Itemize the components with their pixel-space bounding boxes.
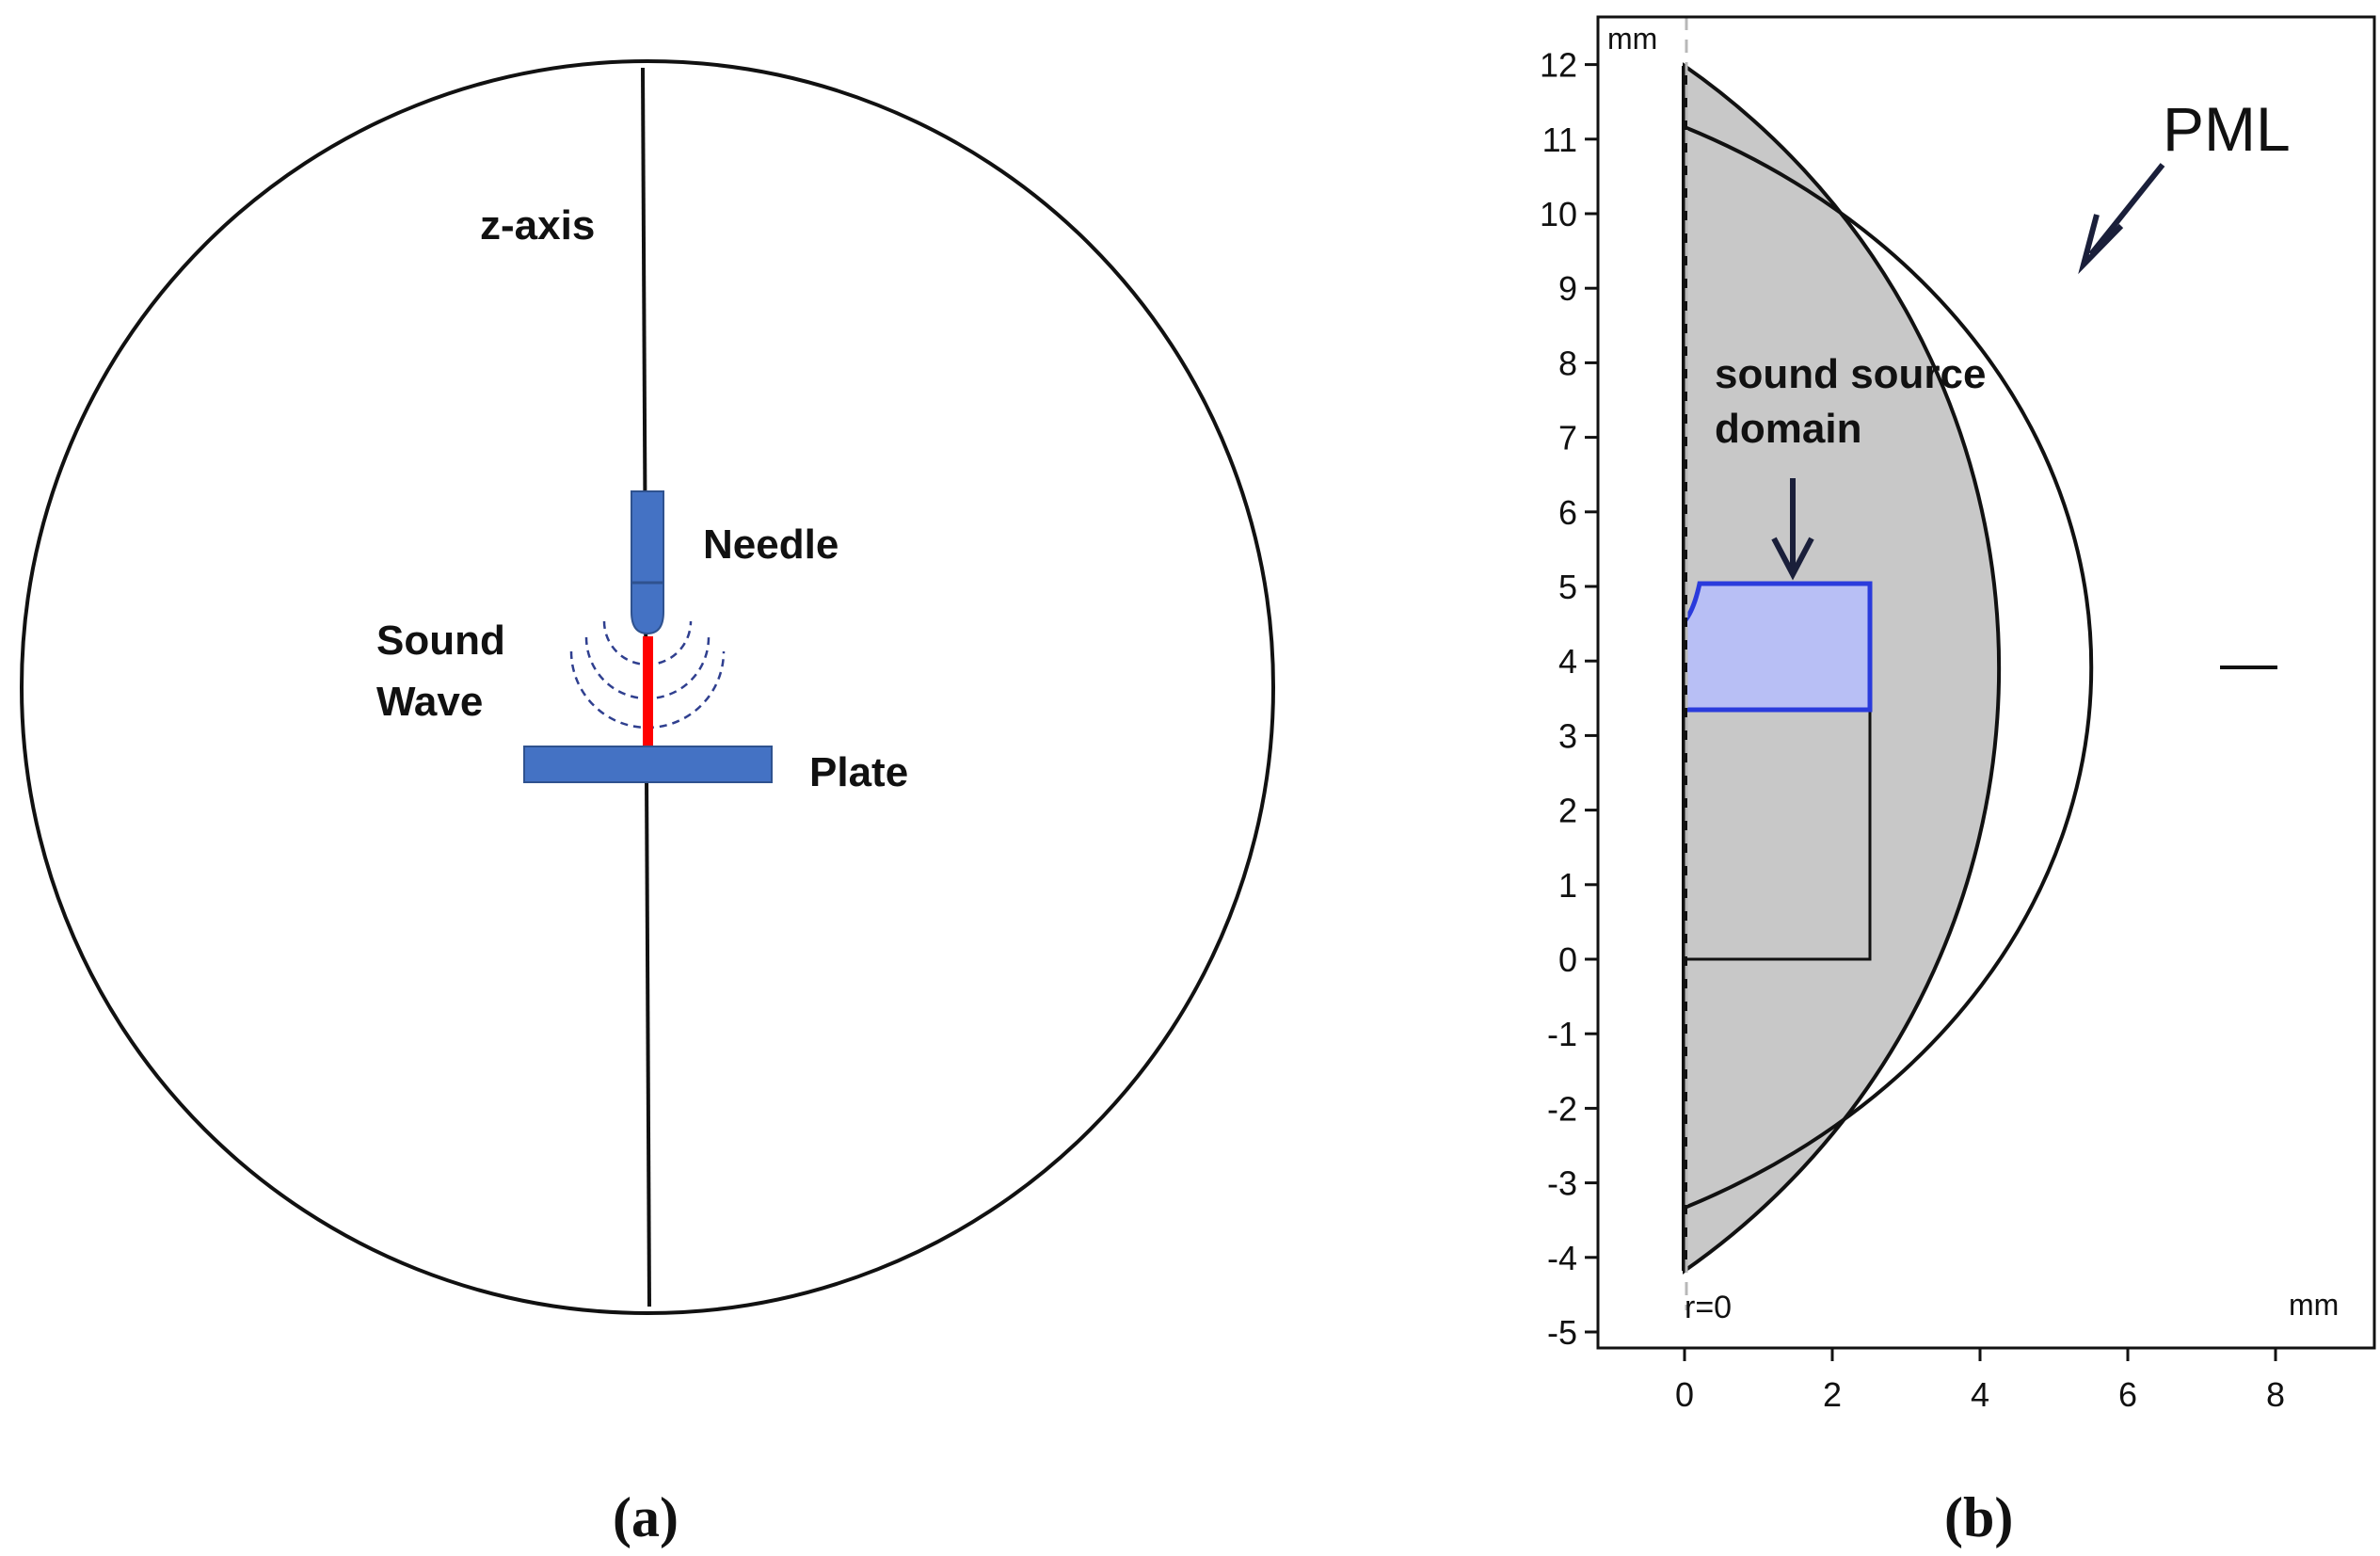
inner-domain-boundary bbox=[1684, 125, 2094, 1210]
y-tick-label: 4 bbox=[1558, 642, 1577, 681]
y-tick-label: 9 bbox=[1558, 269, 1577, 308]
panel-a: z-axis Needle Sound Wave Plate (a) bbox=[20, 59, 1275, 1548]
y-tick-label: 2 bbox=[1558, 792, 1577, 830]
x-tick-label: 2 bbox=[1823, 1375, 1842, 1414]
y-tick-label: -4 bbox=[1547, 1239, 1577, 1277]
caption-b: (b) bbox=[1944, 1486, 2013, 1548]
y-tick-label: 1 bbox=[1558, 866, 1577, 905]
y-tick-label: 12 bbox=[1540, 46, 1577, 85]
plate-shape bbox=[523, 746, 773, 783]
r0-label: r=0 bbox=[1685, 1290, 1732, 1325]
source-label-line1: sound source bbox=[1715, 351, 1987, 397]
y-tick-label: 10 bbox=[1540, 195, 1577, 233]
unit-label-bottom: mm bbox=[2289, 1288, 2339, 1322]
z-axis-label: z-axis bbox=[480, 202, 595, 249]
sound-source-domain bbox=[1682, 581, 1873, 713]
y-tick-label: -5 bbox=[1547, 1313, 1577, 1352]
y-tick-label: 7 bbox=[1558, 419, 1577, 457]
needle-label: Needle bbox=[703, 521, 839, 568]
lower-rectangle bbox=[1683, 709, 1872, 961]
pml-arrow-head bbox=[2078, 214, 2124, 275]
x-tick-label: 4 bbox=[1971, 1375, 1989, 1414]
y-tick-label: -2 bbox=[1547, 1089, 1577, 1128]
pml-label: PML bbox=[2163, 94, 2291, 164]
plate-label: Plate bbox=[809, 749, 908, 795]
y-tick-label: 5 bbox=[1558, 568, 1577, 606]
source-arrow-head bbox=[1771, 537, 1814, 581]
y-tick-label: -3 bbox=[1547, 1164, 1577, 1203]
unit-label-top: mm bbox=[1607, 22, 1657, 56]
sound-wave-beam bbox=[643, 636, 653, 747]
x-tick-label: 8 bbox=[2266, 1375, 2285, 1414]
y-tick-label: 6 bbox=[1558, 493, 1577, 532]
y-tick-label: 8 bbox=[1558, 344, 1577, 382]
source-label-line2: domain bbox=[1715, 406, 1861, 452]
y-tick-label: 3 bbox=[1558, 716, 1577, 755]
y-tick-label: 0 bbox=[1558, 940, 1577, 979]
x-axis: 0 2 4 6 8 bbox=[1675, 1348, 2285, 1414]
x-tick-label: 6 bbox=[2118, 1375, 2137, 1414]
y-tick-label: 11 bbox=[1542, 120, 1577, 159]
pml-arrow-shaft bbox=[2088, 163, 2165, 256]
plot-frame bbox=[1596, 15, 2376, 1350]
x-tick-label: 0 bbox=[1675, 1375, 1694, 1414]
needle-shape bbox=[631, 490, 664, 635]
sound-wave-label-line2: Wave bbox=[376, 679, 483, 725]
sound-wave-label-line1: Sound bbox=[376, 618, 505, 664]
y-tick-label: -1 bbox=[1547, 1015, 1577, 1053]
caption-a: (a) bbox=[613, 1486, 679, 1548]
